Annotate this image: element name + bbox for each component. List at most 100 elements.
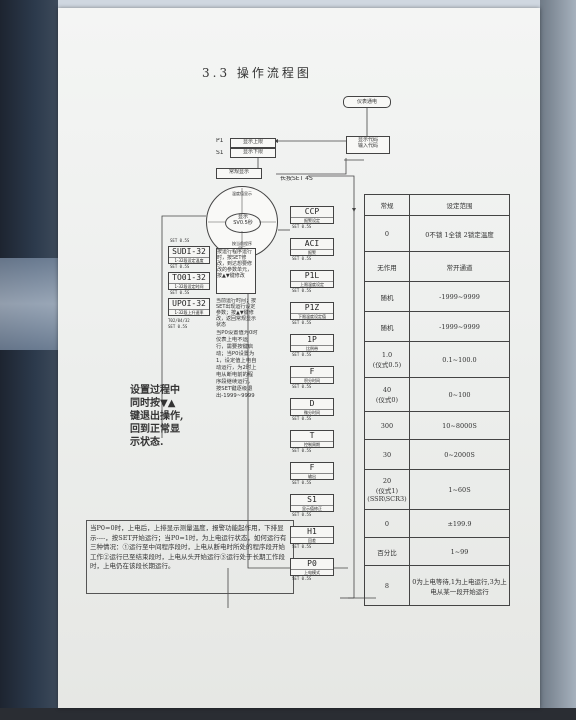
parameter-label: 下限温度设定值 bbox=[291, 313, 333, 319]
photo-background-bottom bbox=[0, 708, 576, 720]
power-on-box: 仪表通电 bbox=[343, 96, 391, 108]
default-value-cell: 8 bbox=[364, 565, 410, 606]
default-value-cell: 0 bbox=[364, 509, 410, 538]
parameter-label: 上限温度设定 bbox=[291, 281, 333, 287]
default-value-cell: 40 (仪式0) bbox=[364, 377, 410, 412]
range-cell: 0~100 bbox=[409, 377, 510, 412]
default-value-cell: 0 bbox=[364, 215, 410, 252]
photo-background-left bbox=[0, 0, 58, 720]
parameter-set-label: SET 0.5S bbox=[292, 416, 312, 421]
table-row: 随机-1999~9999 bbox=[364, 281, 510, 312]
parameter-label: 报警 bbox=[291, 249, 333, 255]
table-row: 40 (仪式0)0~100 bbox=[364, 377, 510, 412]
range-cell: 1~60S bbox=[409, 469, 510, 510]
range-cell: 0~2000S bbox=[409, 439, 510, 470]
default-value-cell: 30 bbox=[364, 439, 410, 470]
parameter-label: 微分时间 bbox=[291, 409, 333, 415]
parameter-code: P1L bbox=[304, 271, 320, 280]
range-cell: 常开通道 bbox=[409, 251, 510, 282]
description-block-1: 按运行程序运行时，按SET修改，到达想要修改的参数单元，按▲▼键修改 bbox=[216, 248, 256, 294]
parameter-set-label: SET 0.5S bbox=[292, 288, 312, 293]
lcd-code: SUDI-32 bbox=[172, 247, 206, 256]
range-cell: -1999~9999 bbox=[409, 281, 510, 312]
parameter-code: T bbox=[309, 431, 315, 440]
normal-display-circle: 温度值显示 显示 SV0.5秒 按当前程序显示 bbox=[206, 186, 278, 258]
default-value-cell: 20 (仪式1) (SSR\SCR3) bbox=[364, 469, 410, 510]
parameter-code: 1P bbox=[307, 335, 317, 344]
parameter-label: 比例带 bbox=[291, 345, 333, 351]
lcd-sub: 1-32段上升速率 bbox=[169, 309, 209, 315]
table-row: 无作用常开通道 bbox=[364, 251, 510, 282]
long-press-label: 长按SET 4S bbox=[280, 176, 313, 182]
lcd-sub: 1-32段设定温度 bbox=[169, 257, 209, 263]
parameter-code: CCP bbox=[304, 207, 320, 216]
photo-background-right bbox=[540, 0, 576, 720]
parameter-code: F bbox=[309, 367, 315, 376]
handwritten-note: 设置过程中 同时按▼▲ 键退出操作, 回到正常显 示状态. bbox=[130, 385, 184, 448]
parameter-set-label: SET 0.5S bbox=[292, 448, 312, 453]
range-cell: 0.1~100.0 bbox=[409, 341, 510, 378]
parameter-label: 积分时间 bbox=[291, 377, 333, 383]
parameter-set-label: SET 0.5S bbox=[292, 224, 312, 229]
parameter-set-label: SET 0.5S bbox=[292, 576, 312, 581]
parameter-label: 上电模式 bbox=[291, 569, 333, 575]
table-header-default: 常规 bbox=[364, 194, 410, 216]
default-value-cell: 随机 bbox=[364, 311, 410, 342]
table-row: 20 (仪式1) (SSR\SCR3)1~60S bbox=[364, 469, 510, 510]
power-mode-footnote: 当P0=0时，上电后，上排显示测量温度，报警功能起作用，下排显示----，按SE… bbox=[86, 520, 294, 594]
parameter-code: P0 bbox=[307, 559, 317, 568]
description-block-3: 当P0设置值为0时仪表上电不运行，需要按键启动；当P0设置为1，设定值上电自动运… bbox=[216, 330, 258, 399]
lcd-sub: 1-32段设定时间 bbox=[169, 283, 209, 289]
display-code-box: 显示代码 输入代码 bbox=[346, 136, 390, 154]
s1-label: S1 bbox=[216, 150, 224, 156]
display-upper-box: 显示上限 bbox=[230, 138, 276, 148]
display-lower-box: 显示下限 bbox=[230, 148, 276, 158]
parameter-set-label: SET 0.5S bbox=[292, 480, 312, 485]
table-header-row: 常规 设定范围 bbox=[364, 194, 510, 216]
sv-label-1: SET 0.5S bbox=[170, 264, 190, 269]
normal-display-box: 常规显示 bbox=[216, 168, 262, 179]
table-row: 0±199.9 bbox=[364, 509, 510, 538]
section-title: 3.3 操作流程图 bbox=[202, 66, 312, 80]
parameter-set-label: SET 0.5S bbox=[292, 256, 312, 261]
table-row: 随机-1999~9999 bbox=[364, 311, 510, 342]
range-cell: -1999~9999 bbox=[409, 311, 510, 342]
range-cell: 0为上电等待,1为上电运行,3为上电从某一段开始运行 bbox=[409, 565, 510, 606]
parameter-set-label: SET 0.5S bbox=[292, 512, 312, 517]
parameter-set-label: SET 0.5S bbox=[292, 352, 312, 357]
default-value-cell: 300 bbox=[364, 411, 410, 440]
default-value-cell: 无作用 bbox=[364, 251, 410, 282]
parameter-code: S1 bbox=[307, 495, 317, 504]
default-value-cell: 随机 bbox=[364, 281, 410, 312]
parameter-label: 控制周期 bbox=[291, 441, 333, 447]
parameter-label: 输出 bbox=[291, 473, 333, 479]
range-cell: ±199.9 bbox=[409, 509, 510, 538]
light-glare bbox=[0, 258, 58, 350]
parameter-code: H1 bbox=[307, 527, 317, 536]
parameter-set-label: SET 0.5S bbox=[292, 384, 312, 389]
sv-label-0: SET 0.5S bbox=[170, 238, 190, 243]
parameter-label: 回差 bbox=[291, 537, 333, 543]
document-page: 3.3 操作流程图 仪表通电 显示代码 输入代码 P1 S1 显示上限 显示下限 bbox=[58, 8, 540, 708]
table-row: 1.0 (仪式0.5)0.1~100.0 bbox=[364, 341, 510, 378]
description-block-2: 当前运行时间；按SET出现运行设定参数；按▲▼键修改，返回常规显示状态 bbox=[216, 298, 256, 328]
default-value-cell: 1.0 (仪式0.5) bbox=[364, 341, 410, 378]
default-value-cell: 百分比 bbox=[364, 537, 410, 566]
